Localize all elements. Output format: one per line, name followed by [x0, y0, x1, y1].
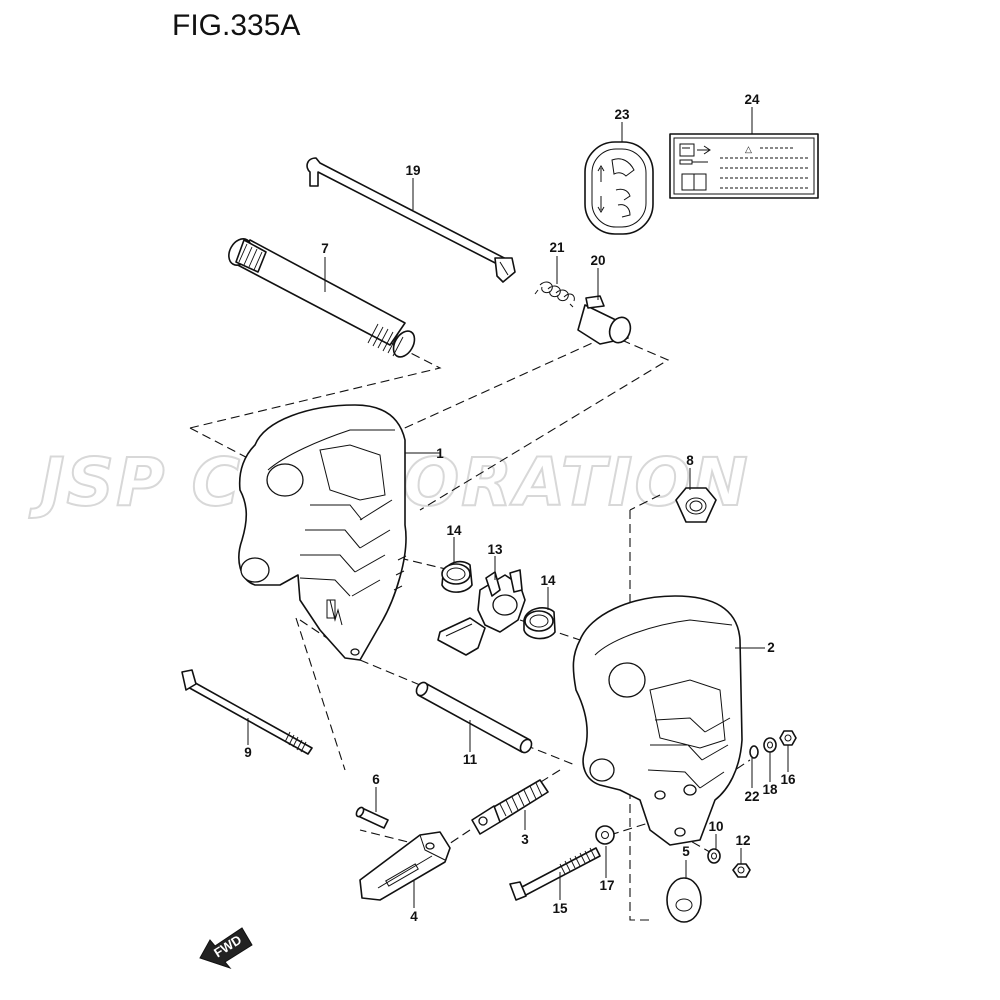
- callout-23: 23: [614, 107, 630, 122]
- washer-18: [763, 737, 777, 753]
- stopper-bracket-4: [359, 831, 451, 901]
- figure-title: FIG.335A: [172, 9, 300, 42]
- svg-text:△: △: [745, 144, 752, 154]
- pin-11: [415, 681, 533, 754]
- nut-12: [732, 863, 751, 878]
- warning-label-24: △: [669, 133, 819, 199]
- cap-5: [666, 877, 702, 923]
- callout-20: 20: [590, 253, 605, 268]
- callout-18: 18: [762, 782, 778, 797]
- callout-12: 12: [735, 833, 750, 848]
- callout-4: 4: [410, 909, 418, 924]
- callout-10: 10: [708, 819, 723, 834]
- tilt-label-23: [584, 141, 654, 235]
- clamp-bracket-2: [572, 595, 743, 846]
- adjuster-rod-3: [471, 779, 549, 835]
- callout-19: 19: [405, 163, 420, 178]
- callout-8: 8: [686, 453, 694, 468]
- spring-21: [534, 281, 575, 308]
- bushing-14-lower: [523, 607, 556, 640]
- callout-3: 3: [521, 832, 529, 847]
- nut-16: [779, 730, 797, 746]
- callout-2: 2: [767, 640, 775, 655]
- callout-16: 16: [780, 772, 796, 787]
- callout-14-upper: 14: [446, 523, 462, 538]
- bolt-15: [509, 847, 601, 901]
- tilt-tube-7: [228, 238, 416, 358]
- leader-lines: [247, 107, 789, 908]
- washer-17: [595, 825, 615, 845]
- callout-15: 15: [552, 901, 568, 916]
- callout-9: 9: [244, 745, 252, 760]
- small-hardware: [707, 730, 797, 878]
- rod-19: [306, 157, 516, 283]
- callout-24: 24: [744, 92, 760, 107]
- fwd-direction-arrow: FWD: [199, 927, 253, 970]
- bushing-20: [577, 295, 632, 345]
- callout-6: 6: [372, 772, 380, 787]
- callout-14-lower: 14: [540, 573, 556, 588]
- lock-lever-13: [437, 569, 526, 656]
- callout-22: 22: [744, 789, 759, 804]
- callout-1: 1: [436, 446, 444, 461]
- bolt-9: [181, 669, 313, 755]
- callout-17: 17: [599, 878, 614, 893]
- callout-21: 21: [549, 240, 565, 255]
- callout-5: 5: [682, 844, 690, 859]
- washer-10: [707, 848, 721, 864]
- bushing-14-upper: [441, 560, 473, 593]
- washer-22: [749, 745, 759, 759]
- callout-numbers: 1 2 3 4 5 6 7 8 9 10 11 12 13 14 14 15 1…: [244, 92, 796, 924]
- nut-8: [675, 487, 717, 523]
- callout-11: 11: [463, 752, 478, 767]
- pin-6: [355, 806, 389, 829]
- callout-13: 13: [487, 542, 503, 557]
- clamp-bracket-1: [238, 404, 407, 661]
- callout-7: 7: [321, 241, 329, 256]
